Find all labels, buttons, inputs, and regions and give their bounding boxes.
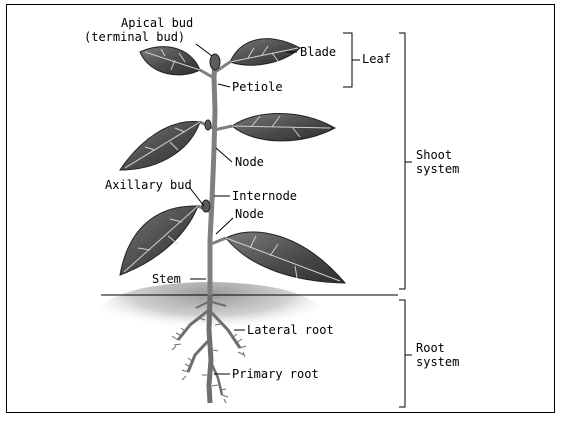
label-internode: Internode <box>232 189 297 203</box>
apical-bud <box>210 54 220 70</box>
label-node-lower: Node <box>235 207 264 221</box>
label-shoot: Shoot <box>416 148 452 162</box>
label-stem: Stem <box>152 272 181 286</box>
label-apical-bud: Apical bud <box>121 16 193 30</box>
stem-drawing <box>210 58 215 295</box>
label-root-system: system <box>416 355 459 369</box>
leaves-drawing <box>120 39 345 283</box>
label-node-upper: Node <box>235 155 264 169</box>
label-leaf: Leaf <box>362 52 391 66</box>
label-axillary-bud: Axillary bud <box>105 178 192 192</box>
label-terminal-bud: (terminal bud) <box>84 30 185 44</box>
label-petiole: Petiole <box>232 80 283 94</box>
leaf-bracket <box>343 33 360 87</box>
shoot-system-bracket <box>399 33 412 289</box>
root-system-bracket <box>399 300 412 407</box>
label-lateral-root: Lateral root <box>247 323 334 337</box>
axillary-bud-mark <box>202 200 210 212</box>
label-root: Root <box>416 341 445 355</box>
label-primary-root: Primary root <box>232 367 319 381</box>
label-shoot-system: system <box>416 162 459 176</box>
label-blade: Blade <box>300 45 336 59</box>
